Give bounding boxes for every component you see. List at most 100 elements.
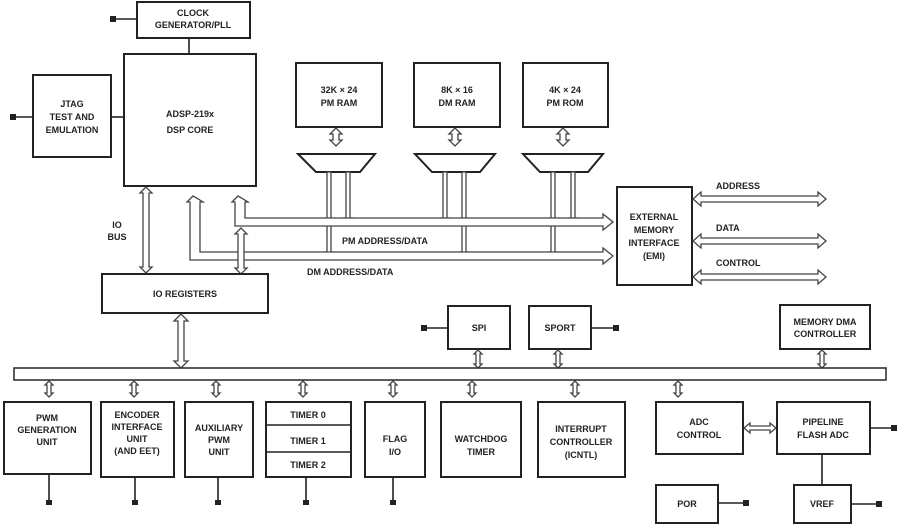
memory-dma-label-1: MEMORY DMA — [794, 317, 858, 327]
spi-bus-arrow — [472, 349, 484, 369]
aux-pwm-block: AUXILIARY PWM UNIT — [184, 401, 254, 505]
aux-pwm-label-2: PWM — [208, 435, 230, 445]
pm-ram-label-1: 32K × 24 — [321, 85, 358, 95]
emi-box — [616, 186, 693, 286]
memory-dma-box — [779, 304, 871, 350]
sport-bus-arrow — [552, 349, 564, 369]
por-pin — [743, 500, 749, 506]
sport-box — [528, 305, 592, 350]
dm-address-data-bus — [185, 195, 615, 266]
dm-bus-label: DM ADDRESS/DATA — [307, 267, 394, 277]
control-label: CONTROL — [716, 258, 761, 268]
pm-rom-mux-arrow — [555, 127, 571, 147]
pm-rom-box — [522, 62, 609, 128]
pm-rom-label-1: 4K × 24 — [549, 85, 581, 95]
interrupt-controller-block: INTERRUPT CONTROLLER (ICNTL) — [537, 401, 626, 478]
pipeline-adc-label-1: PIPELINE — [802, 417, 843, 427]
timer2-label: TIMER 2 — [290, 460, 326, 470]
clock-label-2: GENERATOR/PLL — [155, 20, 232, 30]
pm-rom-pm-arrow — [566, 171, 580, 226]
dm-ram-pm-arrow — [438, 171, 452, 226]
spi-label: SPI — [472, 323, 487, 333]
pm-rom-mux — [520, 153, 606, 173]
dsp-core-block: ADSP-219x DSP CORE — [123, 53, 257, 187]
address-bus-arrow — [692, 190, 827, 208]
watchdog-box — [440, 401, 522, 478]
aux-pwm-pin — [215, 500, 221, 505]
adc-control-label-2: CONTROL — [677, 430, 722, 440]
interrupt-bus-arrow — [569, 380, 581, 398]
por-label: POR — [677, 499, 697, 509]
clock-generator-block: CLOCK GENERATOR/PLL — [110, 1, 251, 54]
adc-link-arrow — [742, 421, 778, 435]
io-bus-label-1: IO — [112, 220, 122, 230]
pm-bus-label: PM ADDRESS/DATA — [342, 236, 428, 246]
io-bus-arrow — [138, 186, 154, 274]
memory-dma-block: MEMORY DMA CONTROLLER — [779, 304, 871, 350]
vref-label: VREF — [810, 499, 835, 509]
timers-box — [265, 401, 352, 478]
pm-ram-pm-arrow — [341, 171, 355, 226]
pwm-generation-block: PWM GENERATION UNIT — [3, 401, 92, 505]
io-registers-label: IO REGISTERS — [153, 289, 217, 299]
pwm-generation-label-2: GENERATION — [17, 425, 76, 435]
dm-ram-box — [413, 62, 501, 128]
data-label: DATA — [716, 223, 740, 233]
timer0-label: TIMER 0 — [290, 410, 326, 420]
jtag-label-3: EMULATION — [46, 125, 99, 135]
flag-io-block: FLAG I/O — [364, 401, 426, 505]
pwm-gen-bus-arrow — [43, 380, 55, 398]
flag-io-label-2: I/O — [389, 447, 401, 457]
timers-bus-arrow — [297, 380, 309, 398]
encoder-pin — [132, 500, 138, 505]
pm-bus-io-arrow — [233, 227, 249, 275]
pwm-generation-box — [3, 401, 92, 475]
por-block: POR — [655, 484, 749, 524]
pm-ram-mux — [295, 153, 378, 173]
watchdog-bus-arrow — [466, 380, 478, 398]
dsp-core-label-2: DSP CORE — [167, 125, 214, 135]
io-bus-label-2: BUS — [107, 232, 126, 242]
dm-ram-label-2: DM RAM — [439, 98, 476, 108]
pm-rom-label-2: PM ROM — [547, 98, 584, 108]
interrupt-label-2: CONTROLLER — [550, 437, 613, 447]
pm-ram-box — [295, 62, 383, 128]
pwm-generation-label-1: PWM — [36, 413, 58, 423]
adc-control-block: ADC CONTROL — [655, 401, 744, 455]
clock-box — [136, 1, 251, 39]
pwm-generation-label-3: UNIT — [37, 437, 58, 447]
por-box — [655, 484, 719, 524]
adc-control-bus-arrow — [672, 380, 684, 398]
aux-pwm-label-3: UNIT — [209, 447, 230, 457]
io-registers-box — [101, 273, 269, 314]
pipeline-adc-box — [776, 401, 871, 455]
sport-pin — [613, 325, 619, 331]
encoder-label-2: INTERFACE — [111, 422, 162, 432]
dm-ram-mux-arrow — [447, 127, 463, 147]
aux-pwm-bus-arrow — [210, 380, 222, 398]
io-registers-peripheral-arrow — [172, 313, 190, 369]
peripheral-bus — [13, 367, 887, 381]
sport-block: SPORT — [528, 305, 619, 350]
address-label: ADDRESS — [716, 181, 760, 191]
clock-label-1: CLOCK — [177, 8, 209, 18]
io-registers-block: IO REGISTERS — [101, 273, 269, 314]
vref-block: VREF — [793, 484, 882, 524]
dsp-core-box — [123, 53, 257, 187]
dm-ram-mux — [412, 153, 498, 173]
emi-label-4: (EMI) — [643, 251, 665, 261]
encoder-label-4: (AND EET) — [114, 446, 160, 456]
pm-ram-dm-arrow — [322, 171, 336, 260]
control-bus-arrow — [692, 268, 827, 286]
data-bus-arrow — [692, 232, 827, 250]
flag-io-box — [364, 401, 426, 478]
emi-block: EXTERNAL MEMORY INTERFACE (EMI) — [616, 186, 693, 286]
pm-address-data-bus — [230, 195, 615, 232]
encoder-box — [100, 401, 175, 478]
pipeline-adc-pin — [891, 425, 897, 431]
flag-io-pin — [390, 500, 396, 505]
pm-ram-block: 32K × 24 PM RAM — [295, 62, 383, 128]
watchdog-label-1: WATCHDOG — [455, 434, 508, 444]
vref-pin — [876, 501, 882, 507]
